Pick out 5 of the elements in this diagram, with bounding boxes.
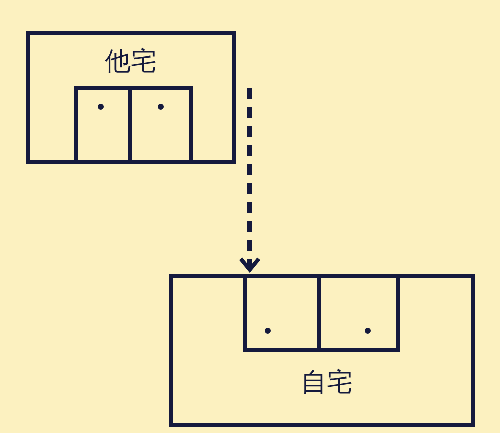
arrow	[239, 88, 261, 272]
house-outline	[26, 31, 236, 164]
house-label: 他宅	[105, 49, 157, 75]
house-outline	[169, 274, 475, 427]
house-label: 自宅	[301, 370, 353, 396]
